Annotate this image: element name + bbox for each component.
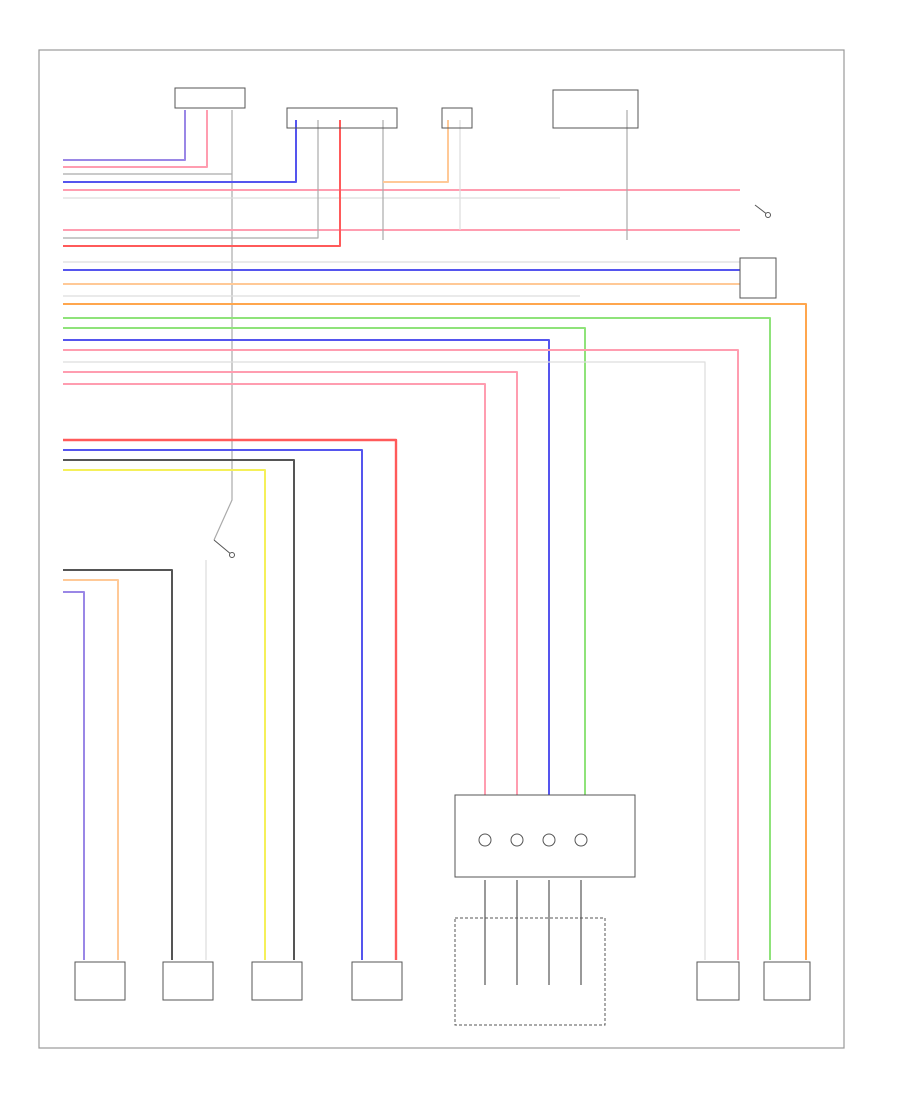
- wire-gray-vertical: [213, 110, 233, 541]
- right-switch-contact: [765, 212, 771, 218]
- wire-black-2: [63, 569, 173, 960]
- pin-layer: [213, 204, 771, 847]
- wire-green-1: [63, 317, 771, 960]
- connector-top-2: [286, 107, 398, 129]
- sensor-pin-0: [478, 833, 492, 847]
- bottom-module-3: [251, 961, 303, 1001]
- bottom-module-4: [351, 961, 403, 1001]
- wire-blue-top: [63, 120, 297, 183]
- connector-top-3: [441, 107, 473, 129]
- center-module-box: [454, 917, 606, 1026]
- bottom-module-2: [162, 961, 214, 1001]
- wire-pink-3: [63, 349, 739, 960]
- wire-orange: [63, 303, 807, 960]
- connector-top-4: [552, 89, 639, 129]
- connector-top-1: [174, 87, 246, 109]
- seat-switch-lever: [213, 539, 233, 556]
- sensor-pin-1: [510, 833, 524, 847]
- wire-light-orange-2: [63, 579, 119, 960]
- bottom-module-5: [696, 961, 740, 1001]
- wire-red-2: [63, 120, 341, 247]
- sensor-pin-3: [574, 833, 588, 847]
- wire-violet-top: [63, 110, 186, 161]
- wire-white-4: [63, 361, 706, 960]
- wire-blue-3: [63, 339, 550, 795]
- connector-layer: [74, 87, 811, 1026]
- seat-switch-contact: [229, 552, 235, 558]
- wire-green-2: [63, 327, 586, 795]
- center-sensor-box: [454, 794, 636, 878]
- wire-yellow: [63, 469, 266, 960]
- wire-pink-5: [63, 383, 486, 795]
- wire-red-main: [63, 438, 398, 960]
- diagram-border: [38, 49, 845, 1049]
- bottom-module-6: [763, 961, 811, 1001]
- wire-orange-top: [383, 120, 449, 183]
- wire-pink-top: [63, 110, 208, 168]
- bottom-module-1: [74, 961, 126, 1001]
- sensor-pin-2: [542, 833, 556, 847]
- wire-layer: [63, 110, 807, 985]
- wire-black-1: [63, 459, 295, 960]
- wire-blue-4: [63, 449, 363, 960]
- wire-gray-2: [63, 120, 319, 239]
- wire-violet-2: [63, 591, 85, 960]
- right-sensor-box: [739, 257, 777, 299]
- wire-pink-4: [63, 371, 518, 795]
